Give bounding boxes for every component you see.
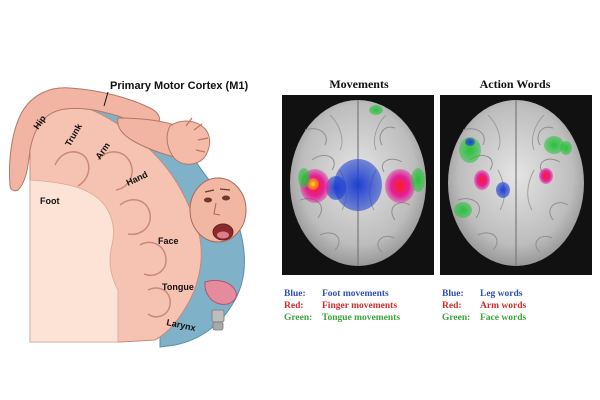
- aw-legend-row-1: Blue: Leg words: [442, 289, 523, 299]
- legend-key-1: Blue:: [284, 289, 306, 299]
- homunculus-hand: [166, 120, 211, 165]
- aw-legend-text-3: Face words: [480, 313, 526, 323]
- activation-blue-aw-small: [465, 138, 475, 146]
- legend-key-3: Green:: [284, 313, 312, 323]
- gyrus-fold-4: [139, 241, 167, 276]
- hand-fingers: [185, 117, 209, 153]
- aw-legend-row-2: Red: Arm words: [442, 301, 526, 311]
- activation-green-aw-bottom: [454, 202, 472, 218]
- activation-blue-aw-center: [496, 182, 510, 198]
- label-foot: Foot: [40, 196, 60, 206]
- legend-text-1: Foot movements: [322, 289, 389, 299]
- legend-text-3: Tongue movements: [322, 313, 400, 323]
- gyrus-fold-5: [147, 287, 171, 318]
- label-face: Face: [158, 236, 179, 246]
- action-words-legend: Blue: Leg words Red: Arm words Green: Fa…: [442, 289, 526, 323]
- homunculus-face: [189, 177, 247, 243]
- aw-legend-text-1: Leg words: [480, 289, 523, 299]
- movements-legend: Blue: Foot movements Red: Finger movemen…: [284, 289, 400, 323]
- gyrus-fold-3: [119, 199, 151, 236]
- activation-red-right: [385, 169, 415, 203]
- activation-blue-foot: [334, 159, 382, 211]
- aw-legend-key-1: Blue:: [442, 289, 464, 299]
- action-words-title: Action Words: [480, 77, 551, 91]
- motor-cortex-title: Primary Motor Cortex (M1): [110, 80, 248, 92]
- movements-activations: [298, 105, 425, 211]
- label-tongue: Tongue: [162, 282, 194, 292]
- action-words-panel: Action Words Blue: Leg words Red:: [440, 77, 592, 323]
- legend-row-2: Red: Finger movements: [284, 301, 397, 311]
- gyrus-fold-1: [54, 151, 90, 187]
- legend-row-3: Green: Tongue movements: [284, 313, 400, 323]
- cortex-inner-face: [29, 179, 119, 343]
- homunculus-tongue: [204, 279, 237, 305]
- aw-legend-key-3: Green:: [442, 313, 470, 323]
- activation-red-aw-left: [474, 170, 490, 190]
- legend-key-2: Red:: [284, 301, 304, 311]
- activation-green-left: [298, 168, 310, 188]
- activation-green-aw-top: [544, 136, 564, 154]
- motor-cortex-diagram: Primary Motor Cortex (M1) Hip Trunk Arm …: [9, 80, 248, 348]
- action-words-activations: [454, 136, 572, 218]
- movements-panel: Movements Blue: Foot movements Red:: [282, 77, 434, 323]
- activation-green-top: [369, 105, 383, 115]
- action-words-brain: [448, 100, 584, 266]
- aw-legend-text-2: Arm words: [480, 301, 526, 311]
- title-leader-line: [103, 91, 109, 107]
- activation-red-aw-right: [539, 168, 553, 184]
- activation-green-aw-left: [459, 137, 481, 163]
- activation-green-right: [411, 168, 425, 192]
- legend-text-2: Finger movements: [322, 301, 397, 311]
- movements-title: Movements: [329, 77, 389, 91]
- gyrus-fold-2: [97, 151, 133, 191]
- activation-yellow-left: [307, 178, 319, 190]
- legend-row-1: Blue: Foot movements: [284, 289, 389, 299]
- activation-green-aw-top2: [560, 141, 572, 155]
- homunculus-larynx: [211, 309, 225, 331]
- aw-legend-row-3: Green: Face words: [442, 313, 526, 323]
- aw-legend-key-2: Red:: [442, 301, 462, 311]
- activation-blue-left: [326, 176, 346, 200]
